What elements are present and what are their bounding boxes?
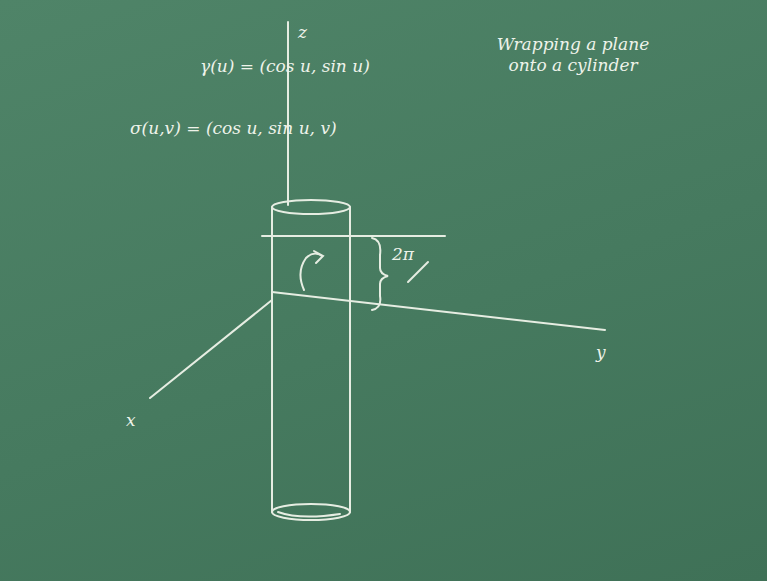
cylinder-shade [278, 512, 340, 517]
dimension: 2π [392, 244, 414, 265]
height-mark [262, 235, 445, 237]
cylinder-side [271, 207, 273, 512]
surface-equation: σ(u,v) = (cos u, sin u, v) [130, 118, 337, 139]
cylinder-side [349, 207, 351, 512]
cylinder-top [272, 200, 350, 214]
y-axis [272, 292, 605, 330]
axis-label: y [596, 342, 606, 363]
cylinder-bottom [272, 504, 350, 520]
x-axis [150, 300, 272, 398]
axis-label: x [126, 410, 136, 431]
note: Wrapping a plane onto a cylinder [478, 34, 668, 77]
z-axis [287, 22, 289, 205]
curve-equation: γ(u) = (cos u, sin u) [200, 56, 370, 77]
arrow-head [314, 251, 323, 263]
tick-mark [408, 262, 428, 282]
axis-label: z [298, 22, 307, 43]
brace [372, 238, 388, 310]
